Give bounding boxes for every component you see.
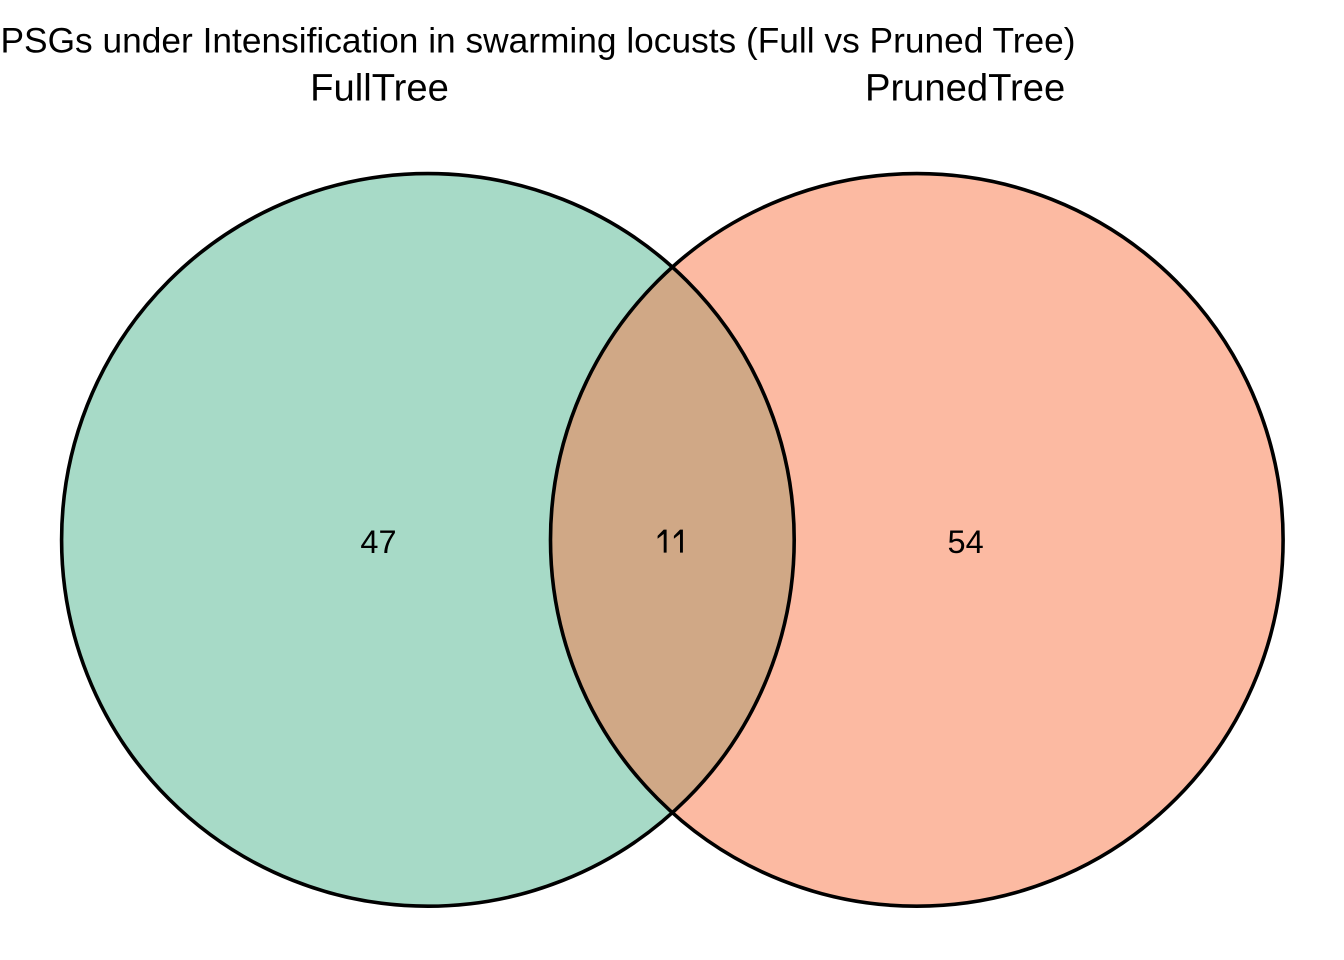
svg-text:54: 54 bbox=[948, 524, 984, 560]
svg-text:PSGs under Intensification in: PSGs under Intensification in swarming l… bbox=[1, 22, 1076, 61]
svg-text:47: 47 bbox=[360, 524, 396, 560]
svg-text:PrunedTree: PrunedTree bbox=[865, 67, 1065, 110]
svg-text:FullTree: FullTree bbox=[310, 67, 449, 110]
